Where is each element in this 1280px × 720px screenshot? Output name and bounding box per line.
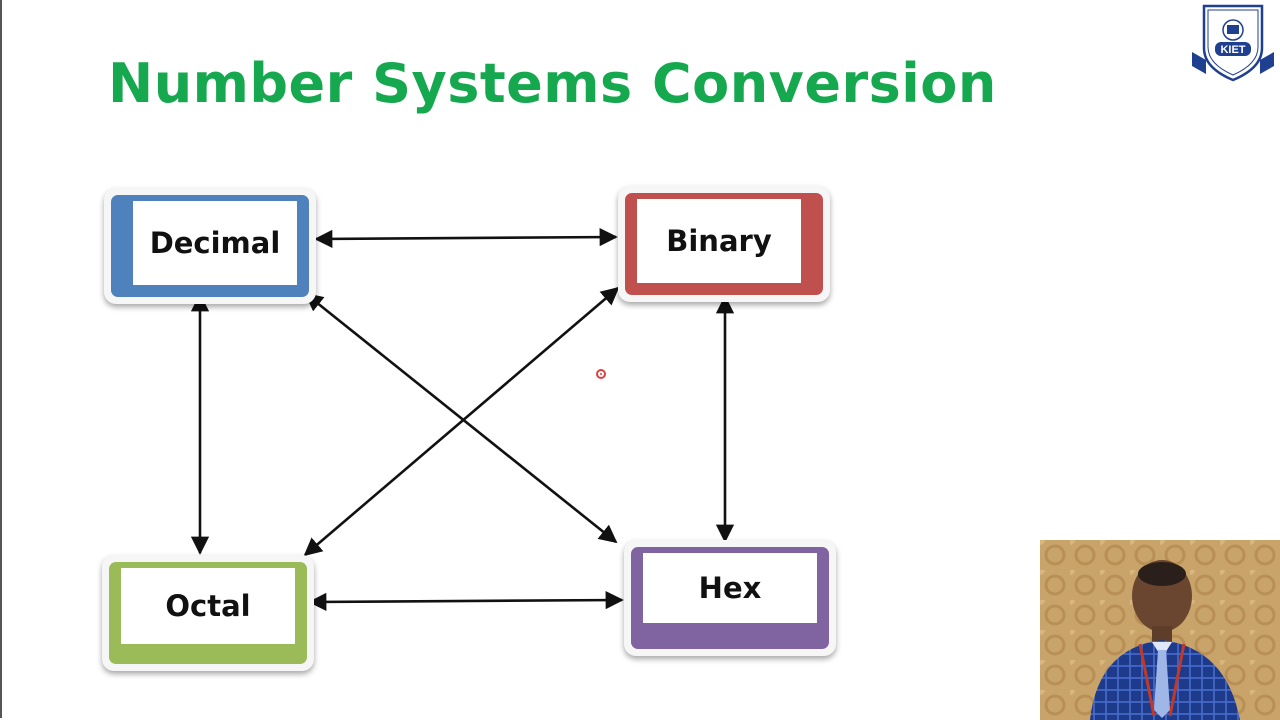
arrow-decimal-hex	[304, 292, 618, 544]
logo-text: KIET	[1220, 44, 1245, 56]
laser-pointer-icon	[596, 369, 606, 379]
binary-node: Binary	[618, 186, 830, 302]
octal-label: Octal	[121, 568, 295, 644]
presenter-webcam	[1040, 540, 1280, 720]
arrow-decimal-binary	[314, 228, 618, 248]
kiet-logo: KIET	[1192, 4, 1274, 82]
decimal-label: Decimal	[133, 201, 297, 285]
conversion-arrows	[190, 228, 735, 611]
decimal-node: Decimal	[104, 188, 316, 304]
slide-title: Number Systems Conversion	[108, 52, 997, 115]
arrow-octal-hex	[308, 591, 624, 611]
arrow-binary-octal	[303, 286, 620, 557]
binary-label: Binary	[637, 199, 801, 283]
hex-label: Hex	[643, 553, 817, 623]
octal-node: Octal	[102, 555, 314, 671]
hex-node: Hex	[624, 540, 836, 656]
